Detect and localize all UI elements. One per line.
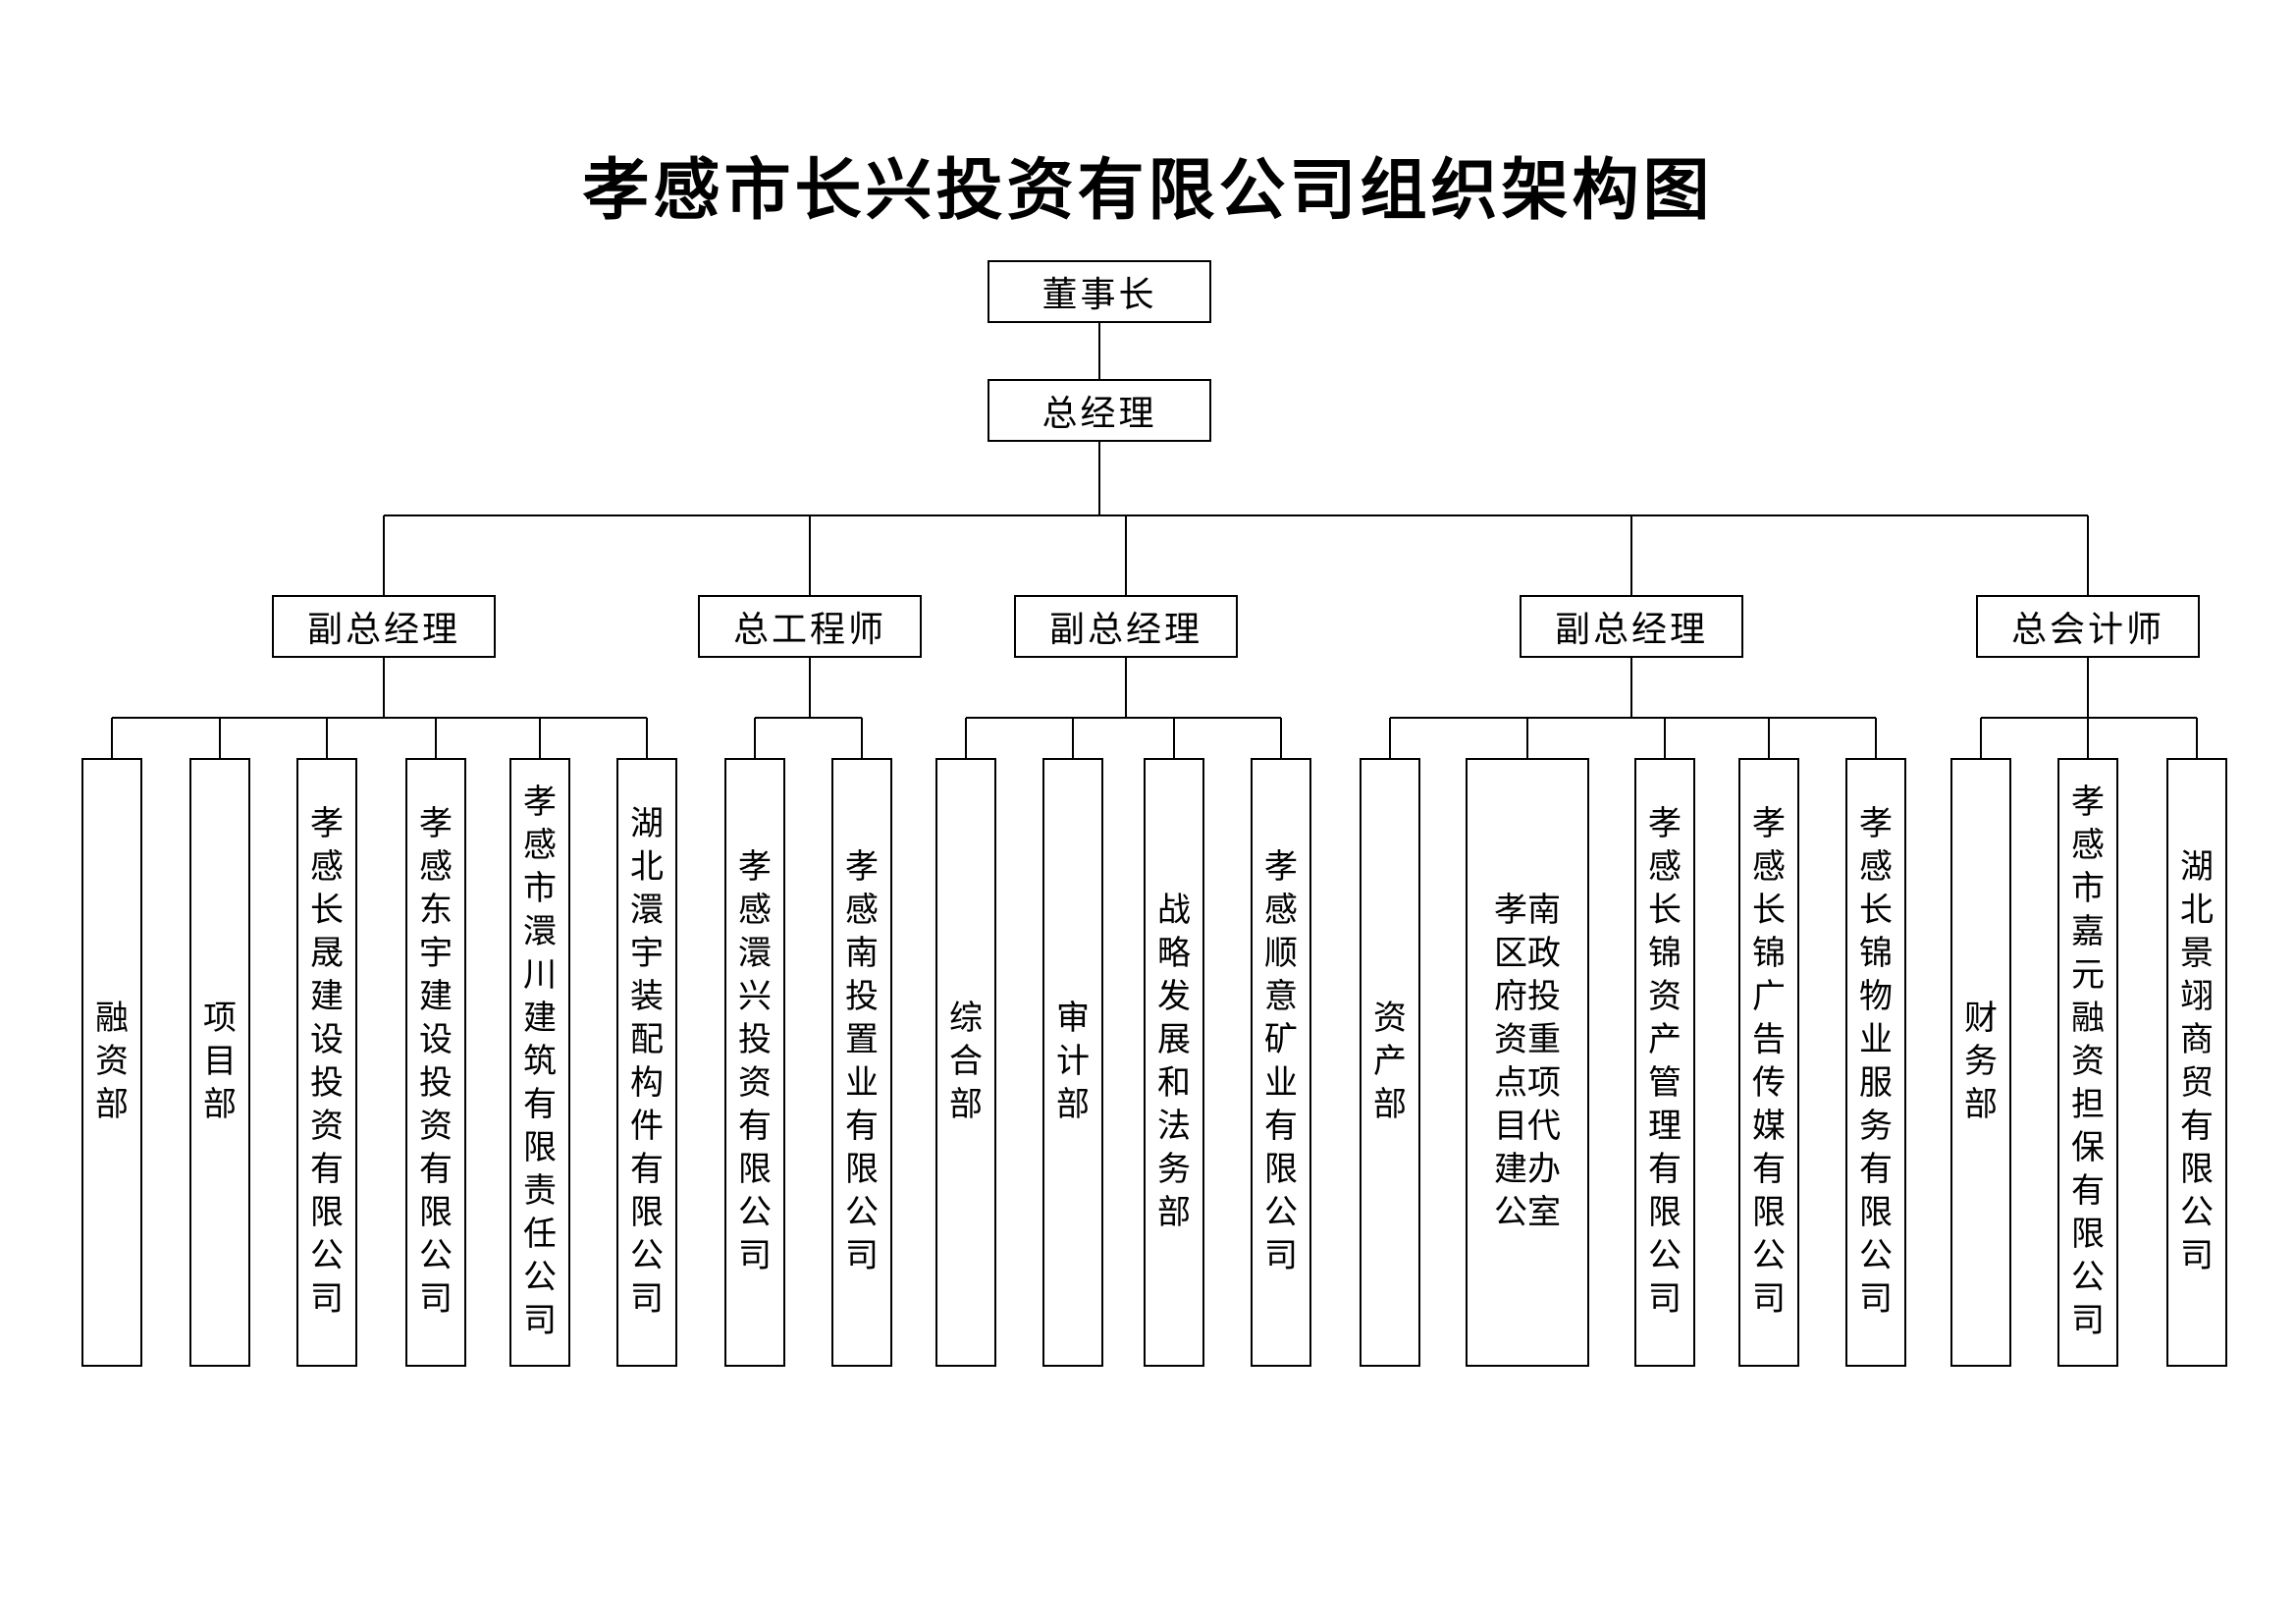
node-dept-project: 项目部 — [189, 758, 250, 1367]
node-executive-chief-accountant: 总会计师 — [1976, 595, 2200, 658]
node-general-manager: 总经理 — [988, 379, 1211, 442]
dept-label: 项目部 — [203, 1001, 237, 1123]
dept-label: 孝感长锦广告传媒有限公司 — [1752, 806, 1786, 1318]
node-executive-chief-engineer: 总工程师 — [698, 595, 922, 658]
dept-label: 资产部 — [1373, 1001, 1407, 1123]
dept-label: 湖北澴宇装配构件有限公司 — [630, 806, 664, 1318]
node-company-dongyu-construction: 孝感东宇建设投资有限公司 — [405, 758, 466, 1367]
dept-label: 审计部 — [1056, 1001, 1090, 1123]
dept-label: 孝感市嘉元融资担保有限公司 — [2071, 785, 2105, 1339]
dept-label: 湖北景翊商贸有限公司 — [2180, 849, 2214, 1274]
dept-label: 孝感顺意矿业有限公司 — [1264, 849, 1298, 1274]
dept-label: 综合部 — [949, 1001, 983, 1123]
node-company-changsheng-construction: 孝感长晟建设投资有限公司 — [296, 758, 357, 1367]
node-executive-deputy-gm-2: 副总经理 — [1014, 595, 1238, 658]
node-chairman: 董事长 — [988, 260, 1211, 323]
dept-label: 孝感市澴川建筑有限责任公司 — [523, 785, 557, 1339]
node-company-changjin-asset-mgmt: 孝感长锦资产管理有限公司 — [1634, 758, 1695, 1367]
executive-label: 副总经理 — [1048, 610, 1202, 649]
node-dept-general-affairs: 综合部 — [935, 758, 996, 1367]
executive-label: 总工程师 — [732, 610, 886, 649]
node-company-jingyi-trading: 湖北景翊商贸有限公司 — [2166, 758, 2227, 1367]
executive-label: 总会计师 — [2010, 610, 2164, 649]
dept-label: 孝南区政府投资重点项目代建办公室 — [1494, 893, 1561, 1231]
dept-label: 融资部 — [95, 1001, 129, 1123]
chairman-label: 董事长 — [1041, 275, 1157, 314]
node-dept-strategy-legal: 战略发展和法务部 — [1144, 758, 1204, 1367]
node-company-huanxing-investment: 孝感澴兴投资有限公司 — [724, 758, 785, 1367]
node-office-xiaonan-key-projects: 孝南区政府投资重点项目代建办公室 — [1466, 758, 1589, 1367]
node-dept-audit: 审计部 — [1042, 758, 1103, 1367]
org-chart-title: 孝感市长兴投资有限公司组织架构图 — [582, 153, 1714, 228]
dept-label: 孝感东宇建设投资有限公司 — [419, 806, 453, 1318]
node-dept-assets: 资产部 — [1360, 758, 1420, 1367]
node-dept-financing: 融资部 — [81, 758, 142, 1367]
dept-label: 财务部 — [1964, 1001, 1998, 1123]
dept-label: 孝感长锦物业服务有限公司 — [1859, 806, 1893, 1318]
node-executive-deputy-gm-3: 副总经理 — [1520, 595, 1743, 658]
general-manager-label: 总经理 — [1041, 394, 1157, 433]
executive-label: 副总经理 — [306, 610, 460, 649]
node-dept-finance: 财务部 — [1950, 758, 2011, 1367]
node-company-huanyu-components: 湖北澴宇装配构件有限公司 — [616, 758, 677, 1367]
dept-label: 孝感长晟建设投资有限公司 — [310, 806, 344, 1318]
executive-label: 副总经理 — [1554, 610, 1708, 649]
dept-label: 孝感南投置业有限公司 — [845, 849, 879, 1274]
dept-label: 孝感澴兴投资有限公司 — [738, 849, 772, 1274]
node-company-nantou-real-estate: 孝感南投置业有限公司 — [831, 758, 892, 1367]
dept-label: 战略发展和法务部 — [1157, 893, 1191, 1231]
node-company-shunyi-mining: 孝感顺意矿业有限公司 — [1251, 758, 1311, 1367]
node-company-changjin-ad-media: 孝感长锦广告传媒有限公司 — [1738, 758, 1799, 1367]
node-executive-deputy-gm-1: 副总经理 — [272, 595, 496, 658]
node-company-changjin-property: 孝感长锦物业服务有限公司 — [1845, 758, 1906, 1367]
node-company-jiayuan-guarantee: 孝感市嘉元融资担保有限公司 — [2057, 758, 2118, 1367]
node-company-huanchuan-construction: 孝感市澴川建筑有限责任公司 — [509, 758, 570, 1367]
dept-label: 孝感长锦资产管理有限公司 — [1648, 806, 1682, 1318]
